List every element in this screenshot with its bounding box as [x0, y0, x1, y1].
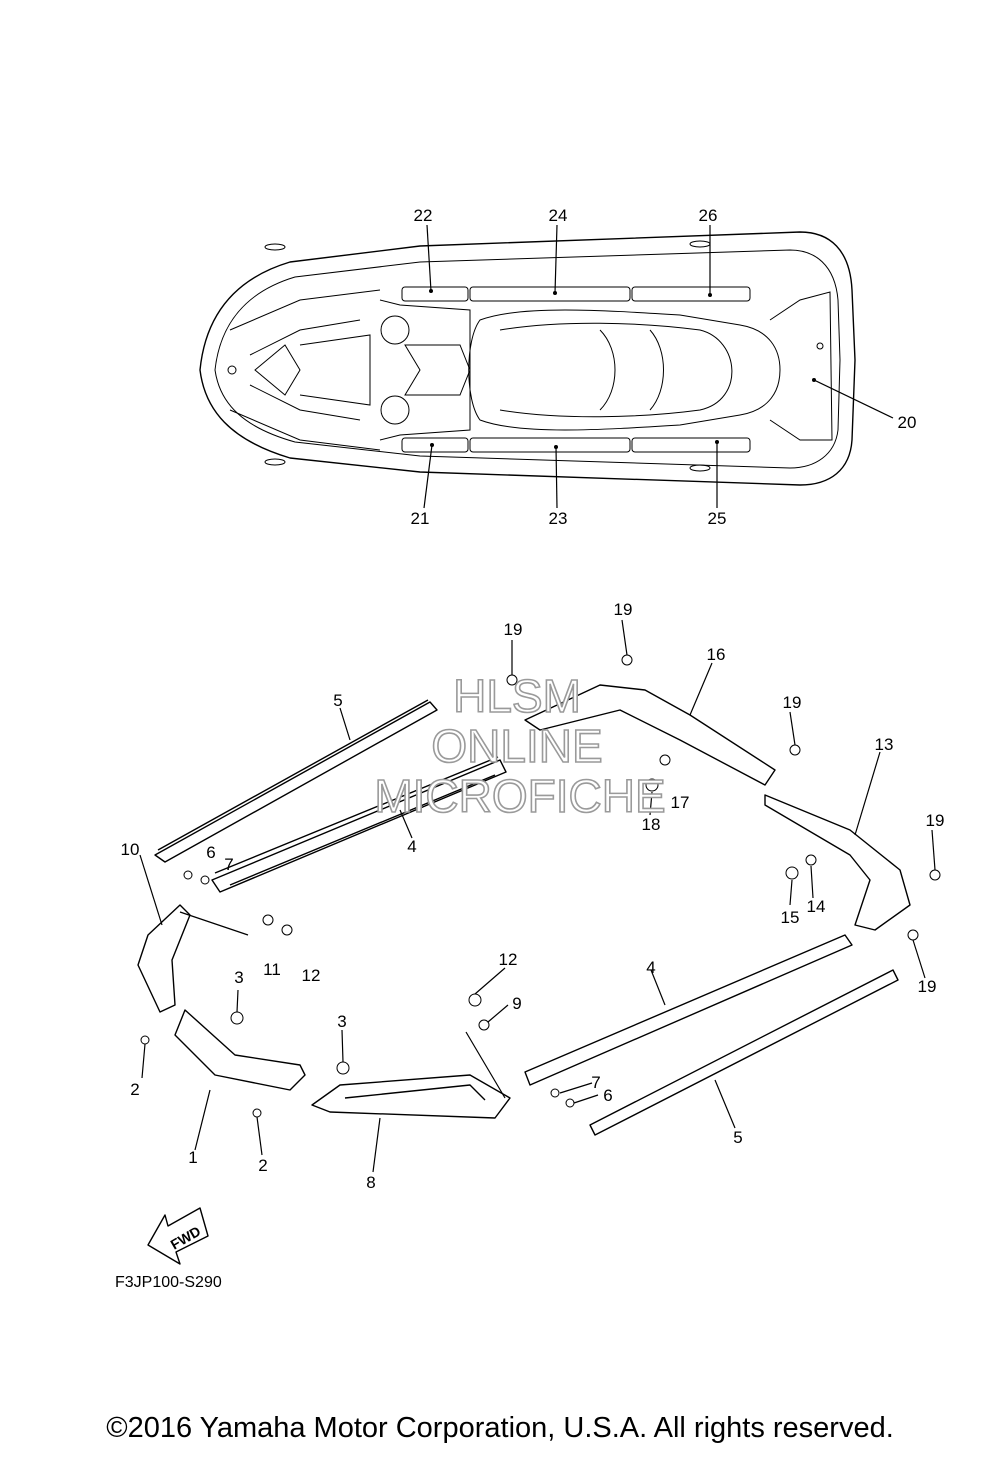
callout-4-lower: 4 [646, 958, 655, 977]
callout-3: 3 [234, 968, 243, 987]
callout-19-a: 19 [504, 620, 523, 639]
fwd-arrow: FWD [147, 1207, 209, 1265]
callout-10: 10 [121, 840, 140, 859]
watercraft-top-view [199, 231, 856, 486]
fwd-label: FWD [168, 1223, 204, 1253]
callouts-top: 22 24 26 20 21 23 25 [411, 206, 917, 528]
callout-18: 18 [642, 815, 661, 834]
callout-5-lower: 5 [733, 1128, 742, 1147]
exploded-leaders [139, 619, 936, 1173]
callout-24: 24 [549, 206, 568, 225]
callout-19-e: 19 [918, 977, 937, 996]
watermark-line-3: MICROFICHE [374, 770, 665, 822]
callout-6-lower: 6 [603, 1086, 612, 1105]
copyright-notice: ©2016 Yamaha Motor Corporation, U.S.A. A… [106, 1412, 894, 1444]
callout-23: 23 [549, 509, 568, 528]
callout-5: 5 [333, 691, 342, 710]
part-16-rear-rail [524, 684, 776, 786]
callout-7: 7 [224, 855, 233, 874]
callout-20: 20 [898, 413, 917, 432]
part-10-bow-piece [137, 904, 191, 1013]
callout-16: 16 [707, 645, 726, 664]
part-1-bow-cover [174, 1009, 306, 1091]
part-5-left-rail [154, 699, 438, 863]
watermark-line-2: ONLINE [431, 720, 602, 772]
callout-4: 4 [407, 837, 416, 856]
callouts-exploded: 5 4 10 6 7 11 12 3 2 1 2 3 8 12 9 4 7 6 … [121, 600, 945, 1192]
callout-19-b: 19 [614, 600, 633, 619]
callout-26: 26 [699, 206, 718, 225]
callout-22: 22 [414, 206, 433, 225]
callout-2-lower: 2 [258, 1156, 267, 1175]
callout-19-d: 19 [926, 811, 945, 830]
callout-1: 1 [188, 1148, 197, 1167]
part-4-left-rail [211, 756, 507, 893]
part-4-right-rail [524, 934, 853, 1086]
diagram-code: F3JP100-S290 [115, 1274, 222, 1291]
callout-15: 15 [781, 908, 800, 927]
callout-2: 2 [130, 1080, 139, 1099]
part-8-side-panel [311, 1074, 511, 1119]
callout-17: 17 [671, 793, 690, 812]
callout-3-lower: 3 [337, 1012, 346, 1031]
part-13-stern-piece [764, 794, 911, 931]
callout-9: 9 [512, 994, 521, 1013]
callout-19-c: 19 [783, 693, 802, 712]
callout-14: 14 [807, 897, 826, 916]
watermark-line-1: HLSM [453, 670, 581, 722]
callout-12-lower: 12 [499, 950, 518, 969]
callout-6: 6 [206, 843, 215, 862]
callout-25: 25 [708, 509, 727, 528]
callout-8: 8 [366, 1173, 375, 1192]
top-view-leaders [423, 224, 894, 509]
watermark: HLSM ONLINE MICROFICHE [374, 669, 667, 823]
callout-7-lower: 7 [591, 1073, 600, 1092]
callout-13: 13 [875, 735, 894, 754]
callout-12: 12 [302, 966, 321, 985]
callout-21: 21 [411, 509, 430, 528]
callout-11: 11 [263, 960, 281, 979]
part-5-right-rail [589, 969, 899, 1136]
